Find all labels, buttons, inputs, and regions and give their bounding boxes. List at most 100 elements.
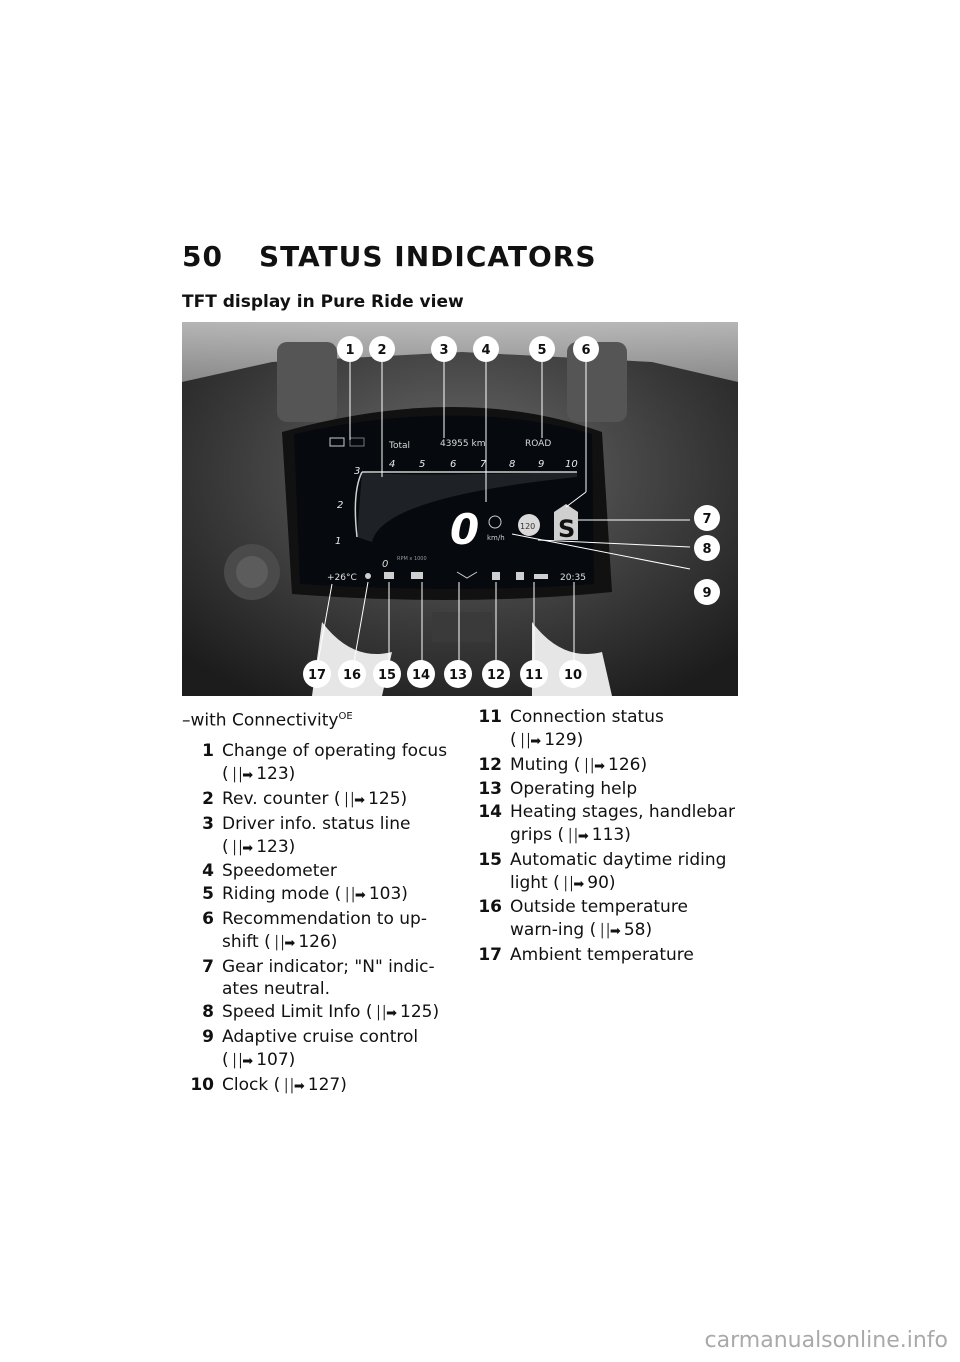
callout-7: 7 (694, 505, 720, 531)
legend-item-number: 9 (202, 1027, 214, 1048)
callout-4: 4 (473, 336, 499, 362)
legend-item-number: 3 (202, 813, 214, 834)
page-reference: (││➡123) (222, 764, 295, 784)
page-reference: (││➡129) (510, 730, 583, 750)
rev-scale-10: 10 (565, 459, 578, 470)
svg-text:6: 6 (581, 343, 590, 358)
legend-item-number: 7 (202, 956, 214, 977)
rev-scale-5: 5 (419, 459, 425, 470)
display-clock: 20:35 (560, 573, 586, 583)
callout-5: 5 (529, 336, 555, 362)
legend-item-number: 2 (202, 789, 214, 810)
page-reference: (││➡90) (548, 873, 615, 893)
gear-indicator: S (558, 515, 575, 543)
legend-item-label: Riding mode (222, 884, 330, 905)
page-reference-number: 123) (256, 764, 296, 785)
note-sup: OE (338, 711, 353, 722)
tft-display-figure: Total 43955 km ROAD 1 2 3 4 5 6 7 8 9 10… (182, 322, 738, 696)
display-speed: 0 (450, 505, 479, 554)
speed-unit: km/h (487, 534, 505, 542)
legend-item-number: 11 (478, 707, 502, 727)
svg-text:9: 9 (702, 586, 711, 601)
page-reference-number: 126) (608, 754, 648, 775)
callout-9: 9 (694, 579, 720, 605)
arrow-right-icon: ││➡ (374, 1006, 397, 1022)
page-reference: (││➡127) (268, 1075, 347, 1095)
note-text: –with Connectivity (182, 710, 339, 731)
arrow-right-icon: ││➡ (272, 935, 296, 951)
rev-scale-8: 8 (509, 459, 515, 470)
legend-item: 16 Outside temperature warn-ing (││➡58) (470, 896, 740, 944)
legend-item-label: Driver info. status line (222, 813, 411, 834)
tft-display-photo: Total 43955 km ROAD 1 2 3 4 5 6 7 8 9 10… (182, 322, 738, 696)
svg-text:4: 4 (481, 343, 490, 358)
callout-1: 1 (337, 336, 363, 362)
rev-scale-3: 3 (354, 466, 360, 477)
callout-6: 6 (573, 336, 599, 362)
legend-item-text: Outside temperature warn-ing (││➡58) (510, 896, 740, 944)
page-reference-number: 127) (307, 1074, 347, 1095)
callout-15: 15 (373, 660, 401, 688)
page-reference-number: 107) (256, 1049, 296, 1070)
legend-item-number: 4 (202, 861, 214, 882)
page-reference: (││➡113) (552, 825, 631, 845)
legend-item-label: Rev. counter (222, 789, 329, 810)
callout-17: 17 (303, 660, 331, 688)
legend-item-number: 13 (478, 779, 502, 800)
legend-item-text: Clock (││➡127) (222, 1074, 452, 1099)
arrow-right-icon: ││➡ (342, 793, 366, 809)
arrow-right-icon: ││➡ (518, 733, 542, 749)
legend-item: 2 Rev. counter (││➡125) (182, 788, 452, 813)
arrow-right-icon: ││➡ (230, 768, 254, 784)
legend-item-number: 1 (202, 741, 214, 762)
svg-text:13: 13 (449, 668, 467, 683)
legend-item-text: Muting (││➡126) (510, 754, 740, 779)
arrow-right-icon: ││➡ (230, 1053, 254, 1069)
legend-item: 7 Gear indicator; "N" indic-ates neutral. (182, 956, 452, 1002)
svg-text:5: 5 (537, 343, 546, 358)
legend-item-number: 12 (478, 754, 502, 775)
page-reference-number: 125) (400, 1002, 440, 1023)
legend-item-text: Recommendation to up-shift (││➡126) (222, 908, 452, 956)
page-reference-number: 113) (591, 824, 631, 845)
page-reference-number: 123) (256, 836, 296, 857)
legend-item: 1 Change of operating focus (││➡123) (182, 740, 452, 788)
legend-item-number: 16 (478, 897, 502, 918)
svg-text:17: 17 (308, 668, 326, 683)
display-zero: 0 (382, 559, 388, 570)
page-reference-number: 129) (544, 729, 584, 750)
legend-item-number: 17 (478, 944, 502, 965)
legend-item-label: Ambient temperature (510, 944, 694, 965)
legend-item-label: Outside temperature warn-ing (510, 897, 688, 941)
legend-item-label: Clock (222, 1074, 269, 1095)
legend-item-text: Automatic daytime riding light (││➡90) (510, 849, 740, 897)
rev-scale-6: 6 (450, 459, 456, 470)
rev-scale-1: 1 (335, 536, 341, 547)
legend-item-text: Change of operating focus (││➡123) (222, 740, 452, 788)
legend-item-text: Rev. counter (││➡125) (222, 788, 452, 813)
section-subtitle: TFT display in Pure Ride view (182, 292, 464, 312)
legend-item: 12 Muting (││➡126) (470, 754, 740, 779)
svg-text:1: 1 (345, 343, 354, 358)
callout-3: 3 (431, 336, 457, 362)
legend-item-text: Speedometer (222, 860, 452, 883)
legend-item-text: Gear indicator; "N" indic-ates neutral. (222, 956, 452, 1002)
legend-left-column: –with ConnectivityOE 1 Change of operatin… (182, 706, 452, 1098)
legend-item-number: 5 (202, 884, 214, 905)
legend-item-label: Gear indicator; "N" indic-ates neutral. (222, 956, 435, 1000)
display-odometer: 43955 km (440, 439, 485, 449)
watermark: carmanualsonline.info (704, 1328, 948, 1353)
legend-item-label: Speed Limit Info (222, 1002, 361, 1023)
arrow-right-icon: ││➡ (282, 1078, 305, 1094)
svg-text:12: 12 (487, 668, 505, 683)
page-reference: (││➡107) (222, 1050, 295, 1070)
page-reference: (││➡126) (259, 932, 337, 952)
rev-scale-7: 7 (480, 459, 487, 470)
